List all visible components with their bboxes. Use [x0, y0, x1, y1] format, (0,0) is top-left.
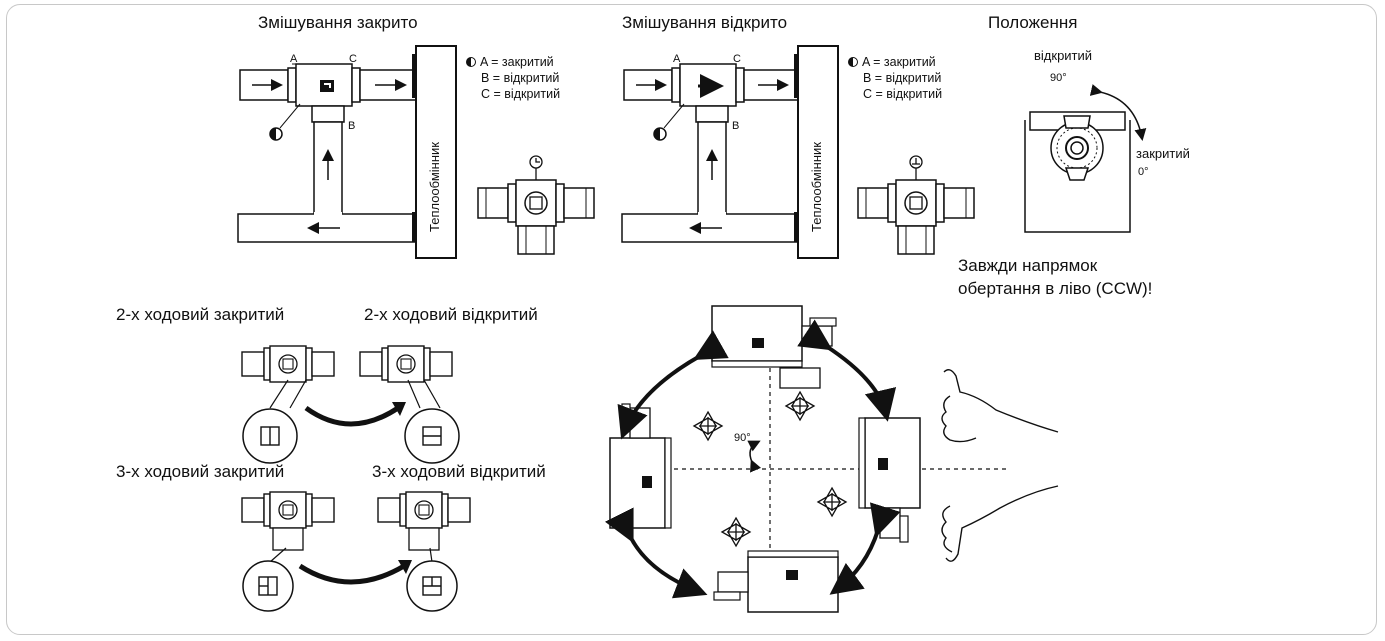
port-label-a-2: A	[673, 53, 681, 65]
port-label-b-2: B	[732, 120, 740, 132]
legend-a-2: A = закритий	[862, 55, 936, 69]
three-way-closed-label: 3-х ходовий закритий	[116, 462, 285, 481]
heat-exchanger-label-2: Теплообмінник	[809, 142, 824, 232]
diagram-frame	[6, 4, 1377, 635]
heading-mixing-open: Змішування відкрито	[622, 13, 788, 32]
port-label-c: C	[349, 53, 357, 65]
legend-open: A = закритий B = відкритий C = відкритий	[848, 54, 942, 102]
half-circle-icon	[848, 57, 858, 67]
two-way-closed-label: 2-х ходовий закритий	[116, 305, 285, 324]
valve-open-front	[858, 155, 974, 254]
mixing-closed-schematic	[237, 45, 457, 259]
label-closed-angle: 0°	[1138, 166, 1149, 178]
legend-c: C = відкритий	[481, 87, 561, 101]
two-way-open-valve	[359, 345, 453, 383]
three-way-closed-valve	[241, 491, 335, 551]
thumbs-down-icon	[941, 485, 1059, 562]
heading-mixing-closed: Змішування закрито	[258, 13, 418, 32]
port-label-b: B	[348, 120, 356, 132]
two-way-closed-valve	[241, 345, 335, 383]
thumbs-up-icon	[941, 369, 1059, 443]
rotation-note-line2: обертання в ліво (CCW)!	[958, 279, 1153, 298]
valve-closed-front	[478, 155, 594, 254]
label-open-angle: 90°	[1050, 72, 1067, 84]
two-way-open-label: 2-х ходовий відкритий	[364, 305, 538, 324]
curved-arrow-icon	[304, 405, 400, 427]
position-dial	[1024, 84, 1147, 233]
rotation-note-line1: Завжди напрямок	[958, 256, 1098, 275]
heat-exchanger-label: Теплообмінник	[427, 142, 442, 232]
port-label-a: A	[290, 53, 298, 65]
legend-a: A = закритий	[480, 55, 554, 69]
three-way-open-label: 3-х ходовий відкритий	[372, 462, 546, 481]
legend-b: B = відкритий	[481, 71, 560, 85]
curved-arrow-icon-2	[298, 563, 406, 585]
legend-c-2: C = відкритий	[863, 87, 943, 101]
three-way-open-valve	[377, 491, 471, 551]
mixing-open-schematic	[621, 45, 839, 259]
legend-b-2: B = відкритий	[863, 71, 942, 85]
port-label-c-2: C	[733, 53, 741, 65]
label-open: відкритий	[1034, 48, 1093, 63]
heading-position: Положення	[988, 13, 1078, 32]
rotation-angle-label: 90°	[734, 432, 751, 444]
label-closed: закритий	[1136, 146, 1190, 161]
half-circle-icon	[466, 57, 476, 67]
mounting-orientations	[604, 305, 1010, 613]
legend-closed: A = закритий B = відкритий C = відкритий	[466, 54, 560, 102]
